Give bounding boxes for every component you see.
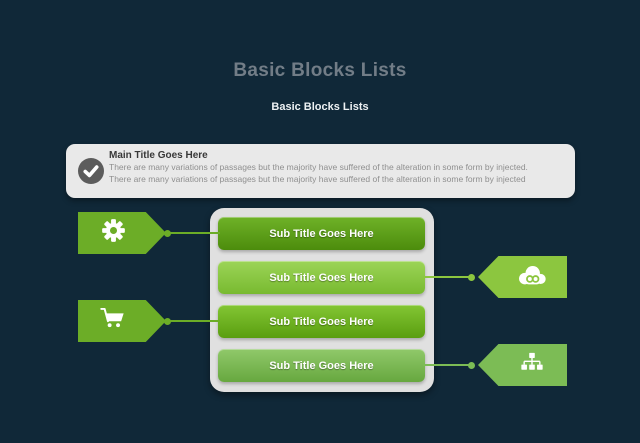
main-title-banner: Main Title Goes Here There are many vari…: [66, 144, 575, 198]
page-subtitle: Basic Blocks Lists: [271, 101, 369, 113]
sub-title-block-3[interactable]: Sub Title Goes Here: [218, 305, 425, 338]
banner-title: Main Title Goes Here: [109, 150, 208, 161]
sub-title-block-1[interactable]: Sub Title Goes Here: [218, 217, 425, 250]
connector-line-4: [423, 364, 469, 366]
connector-line-1: [167, 232, 220, 234]
check-icon: [78, 158, 104, 184]
cloud-infinity-icon: [514, 262, 550, 293]
gear-tag[interactable]: [78, 212, 166, 254]
connector-dot-4: [468, 362, 475, 369]
shopping-cart-tag[interactable]: [78, 300, 166, 342]
sitemap-icon: [518, 349, 546, 382]
gear-icon: [100, 217, 127, 249]
connector-line-2: [167, 320, 220, 322]
shopping-cart-icon: [99, 305, 127, 338]
sub-title-block-4[interactable]: Sub Title Goes Here: [218, 349, 425, 382]
cloud-tag[interactable]: [478, 256, 567, 298]
connector-dot-1: [164, 230, 171, 237]
page-title: Basic Blocks Lists: [233, 60, 407, 81]
banner-description: There are many variations of passages bu…: [109, 162, 528, 184]
sub-title-block-2[interactable]: Sub Title Goes Here: [218, 261, 425, 294]
connector-dot-3: [468, 274, 475, 281]
connector-line-3: [423, 276, 469, 278]
sitemap-tag[interactable]: [478, 344, 567, 386]
connector-dot-2: [164, 318, 171, 325]
